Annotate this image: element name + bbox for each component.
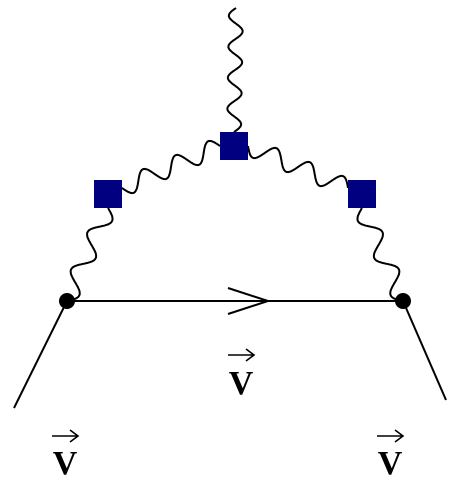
vector-arrow-icon [377, 429, 405, 443]
label-middle-text: V [229, 365, 254, 402]
incoming-line-left [13, 300, 68, 409]
vertex-right [395, 293, 411, 309]
outgoing-line-right [402, 300, 447, 401]
wavy-right-lower [356, 207, 404, 302]
insertion-square-top [220, 132, 248, 160]
wavy-left-lower [66, 207, 114, 302]
arrow-icon [227, 287, 272, 315]
label-left-text: V [53, 445, 78, 477]
wavy-left-upper [121, 139, 221, 195]
vector-arrow-icon [228, 348, 256, 362]
label-middle: V [228, 348, 256, 402]
insertion-square-left [94, 180, 122, 208]
wavy-right-upper [247, 145, 349, 189]
vertex-left [59, 293, 75, 309]
label-right: V [377, 429, 405, 477]
wavy-external-top [226, 7, 244, 133]
wavy-lines [66, 7, 404, 302]
insertion-square-right [348, 180, 376, 208]
label-left: V [52, 429, 80, 477]
label-right-text: V [378, 445, 403, 477]
vector-arrow-icon [52, 429, 80, 443]
